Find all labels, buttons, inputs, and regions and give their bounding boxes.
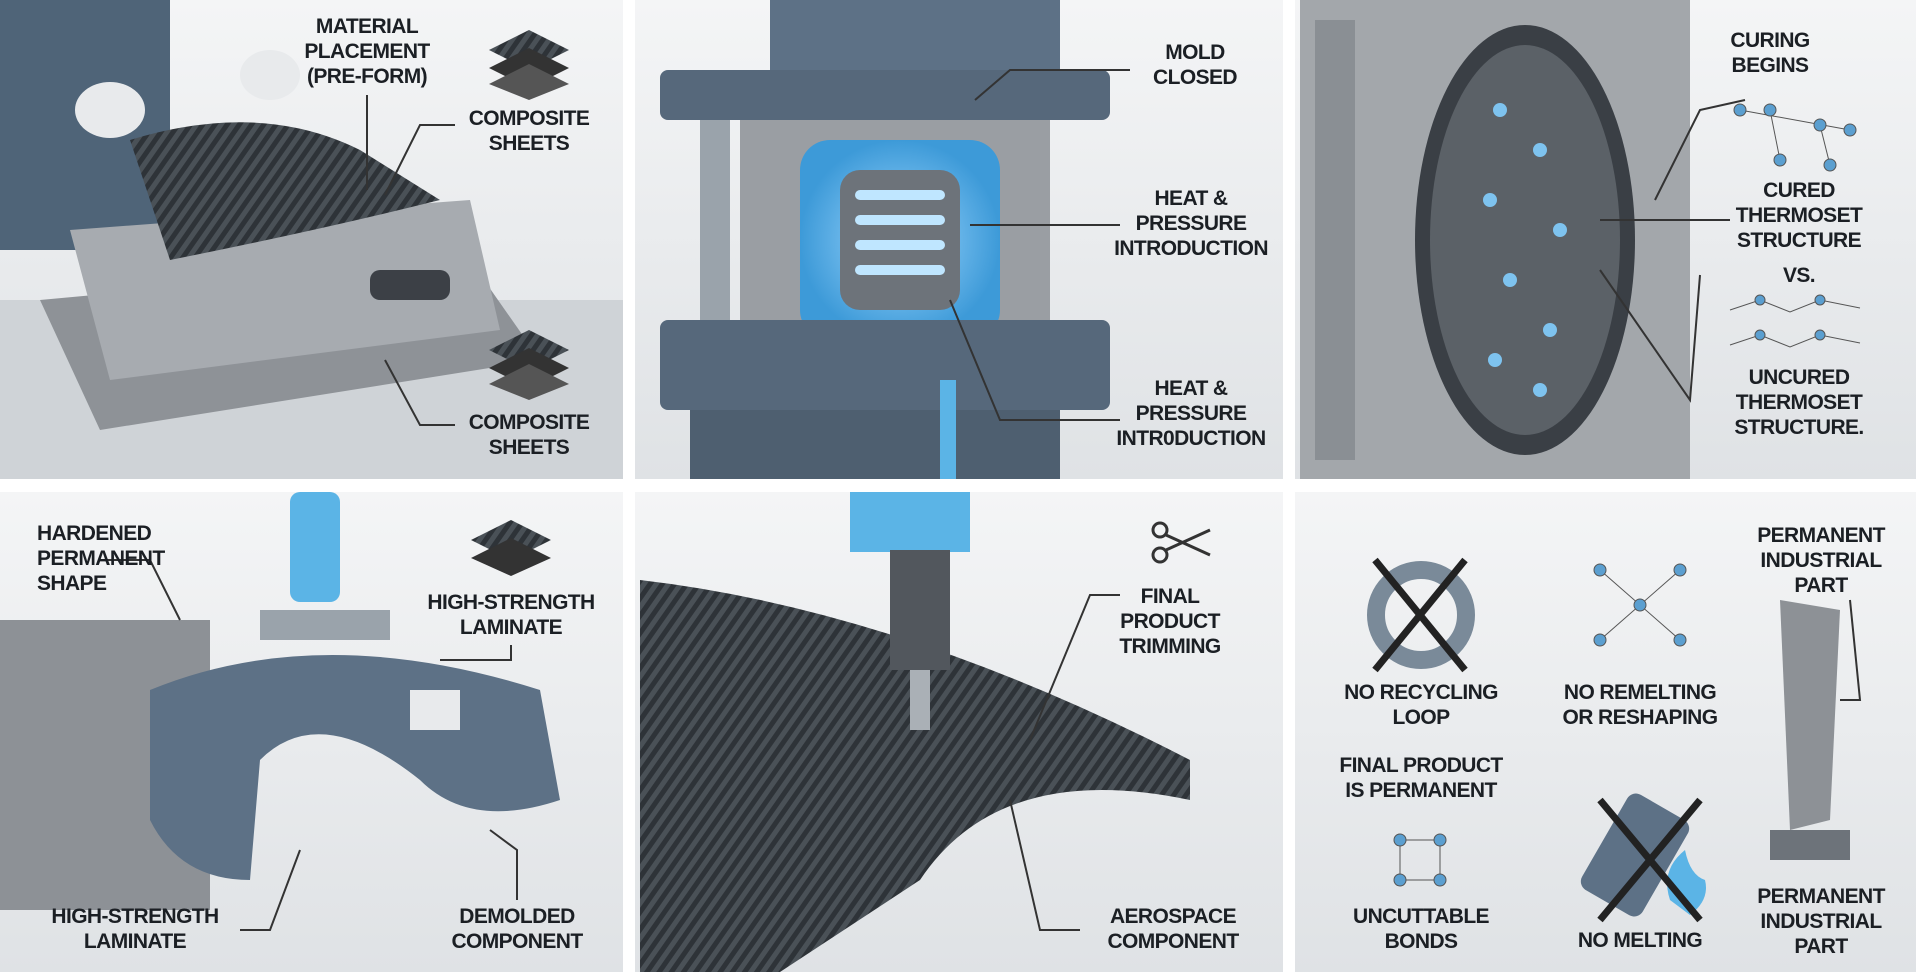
composite-sheet-stack-icon — [489, 330, 569, 400]
label-vs: VS. — [1782, 264, 1816, 287]
cured-network-icon — [1733, 103, 1857, 172]
molecule-network-icon — [1393, 833, 1447, 887]
industrial-part-illustration — [1770, 600, 1850, 860]
panel3-illustration — [1300, 0, 1690, 479]
panel2-illustration — [660, 0, 1110, 479]
panel4-illustration — [0, 492, 560, 910]
composite-sheet-stack-icon — [489, 30, 569, 100]
label-no-melting: NO MELTING — [1577, 929, 1703, 952]
uncured-chain-icon — [1729, 294, 1861, 348]
composite-sheet-stack-icon — [471, 520, 551, 576]
panel5-illustration — [640, 492, 1190, 972]
molecule-network-icon — [1593, 563, 1687, 647]
crossed-flame-icon — [1580, 793, 1706, 923]
molecule-cluster — [1483, 103, 1567, 397]
crossed-recycle-icon — [1367, 557, 1475, 673]
panel1-illustration — [0, 0, 623, 479]
scissors-icon — [1151, 521, 1211, 564]
leader-lines — [100, 69, 1862, 931]
